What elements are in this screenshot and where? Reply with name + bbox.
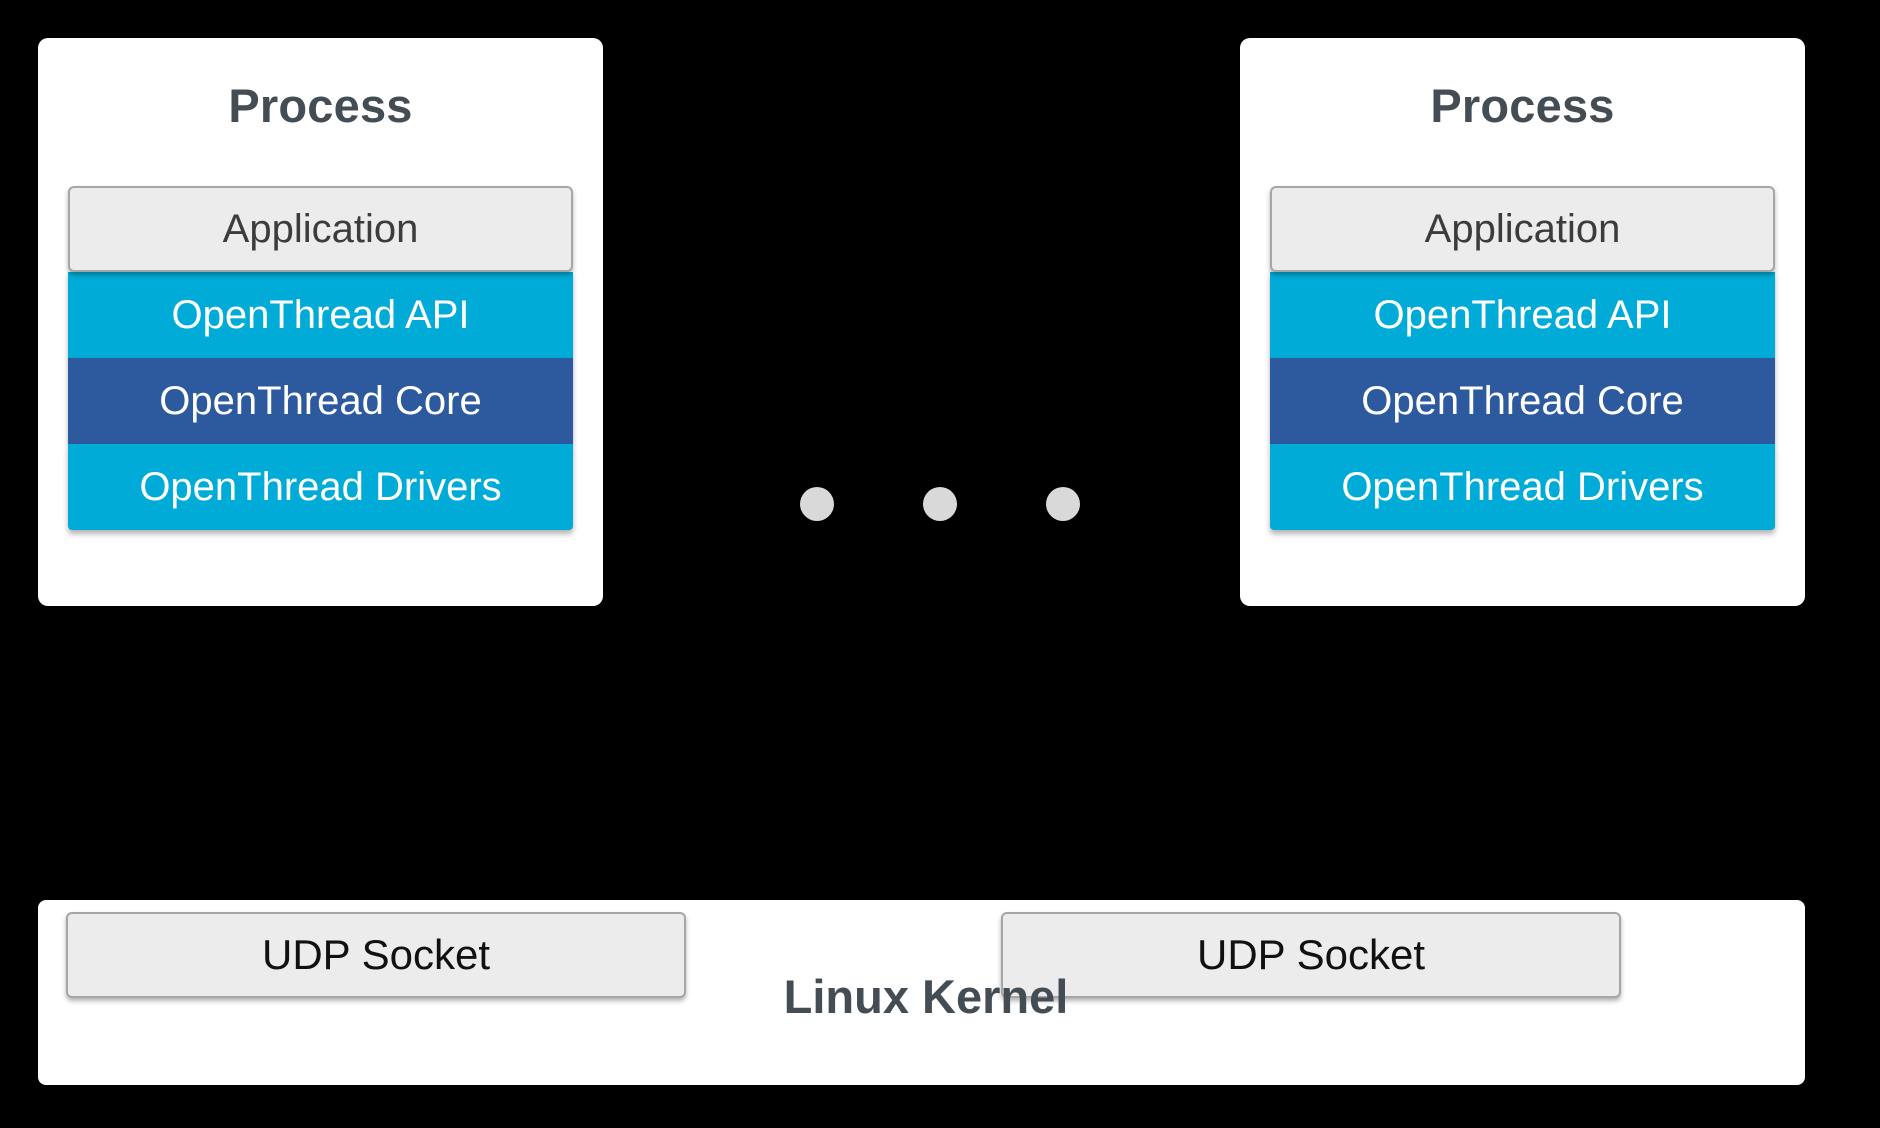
process-title-left: Process xyxy=(228,79,413,132)
arrow-up-icon-right xyxy=(1503,620,1535,728)
layer-stack-left: Application OpenThread API OpenThread Co… xyxy=(68,186,573,530)
horizontal-ellipsis-icon xyxy=(800,484,1080,524)
process-title-right: Process xyxy=(1430,79,1615,132)
layer-application-left: Application xyxy=(68,186,573,272)
arrow-up-icon-left xyxy=(301,620,333,728)
process-card-right: Process Application OpenThread API OpenT… xyxy=(1240,38,1805,606)
linux-kernel-label: Linux Kernel xyxy=(783,970,1069,1023)
layer-openthread-api-right: OpenThread API xyxy=(1270,272,1775,358)
layer-openthread-api-left: OpenThread API xyxy=(68,272,573,358)
layer-openthread-drivers-left: OpenThread Drivers xyxy=(68,444,573,530)
layer-stack-right: Application OpenThread API OpenThread Co… xyxy=(1270,186,1775,530)
layer-application-right: Application xyxy=(1270,186,1775,272)
layer-openthread-core-left: OpenThread Core xyxy=(68,358,573,444)
layer-openthread-drivers-right: OpenThread Drivers xyxy=(1270,444,1775,530)
udp-socket-box-left: UDP Socket xyxy=(66,912,686,998)
process-card-left: Process Application OpenThread API OpenT… xyxy=(38,38,603,606)
ellipsis-dot xyxy=(1046,487,1080,521)
ellipsis-dot xyxy=(800,487,834,521)
linux-kernel-card: UDP Socket UDP Socket Linux Kernel xyxy=(38,900,1805,1085)
ellipsis-dot xyxy=(923,487,957,521)
udp-socket-box-right: UDP Socket xyxy=(1001,912,1621,998)
layer-openthread-core-right: OpenThread Core xyxy=(1270,358,1775,444)
